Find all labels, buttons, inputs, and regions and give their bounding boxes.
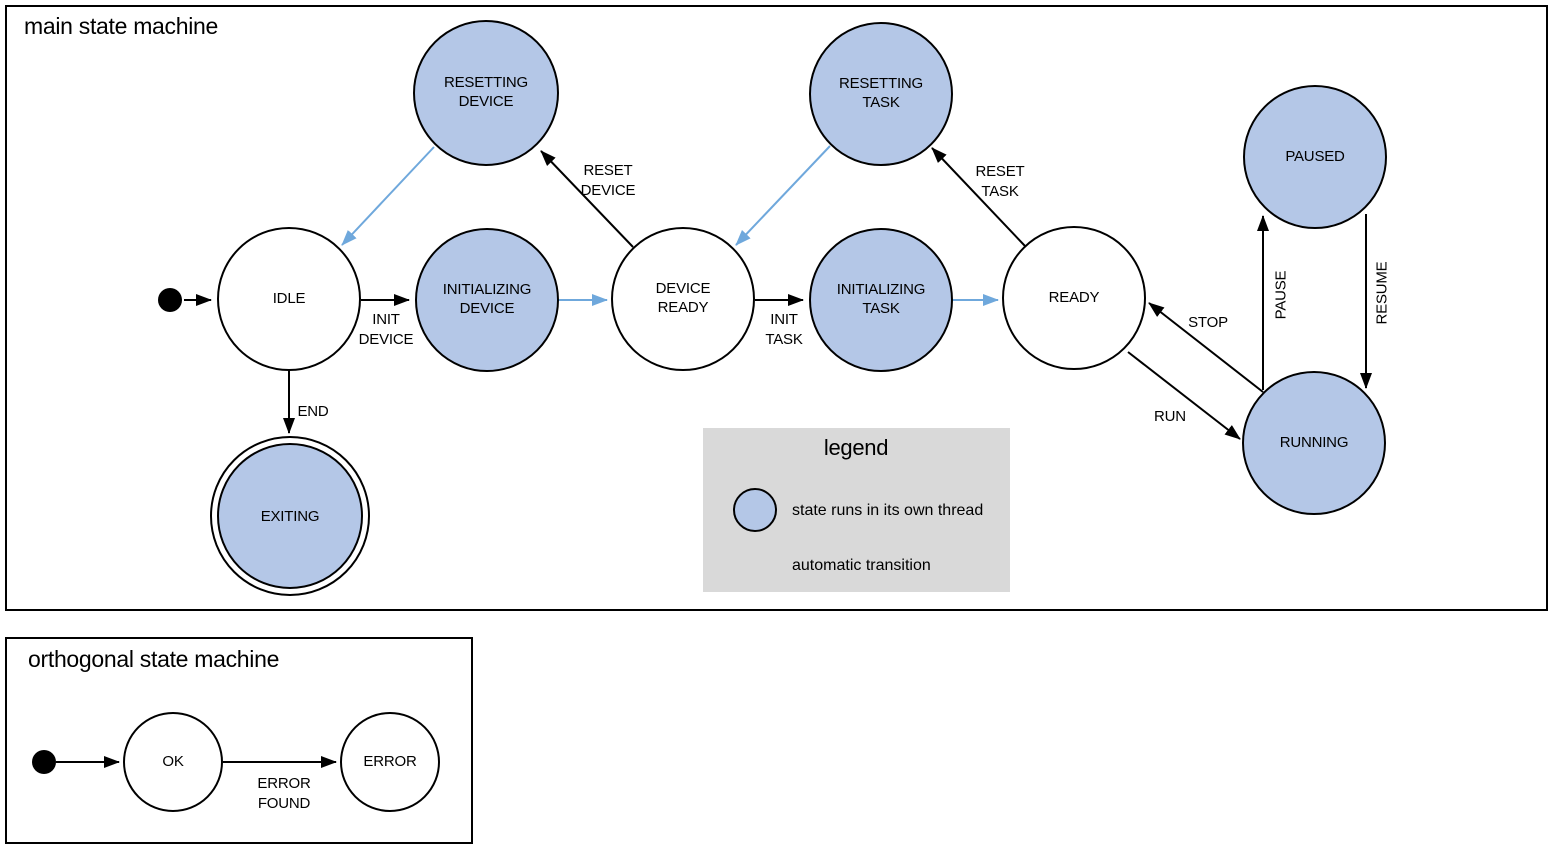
state-error: ERROR xyxy=(340,712,440,812)
initial-state-dot-main xyxy=(158,288,182,312)
state-exiting: EXITING xyxy=(217,443,363,589)
label-reset-task: RESET TASK xyxy=(975,163,1025,200)
label-init-device: INIT DEVICE xyxy=(358,311,414,348)
state-device-ready: DEVICE READY xyxy=(611,227,755,371)
legend-thread-item-label: state runs in its own thread xyxy=(792,502,984,519)
label-pause: PAUSE xyxy=(1272,270,1290,320)
label-init-task: INIT TASK xyxy=(765,311,803,348)
state-initializing-device: INITIALIZING DEVICE xyxy=(415,228,559,372)
state-ready: READY xyxy=(1002,226,1146,370)
label-error-found: ERROR FOUND xyxy=(257,775,311,812)
legend-auto-item-label: automatic transition xyxy=(792,557,931,574)
label-resume: RESUME xyxy=(1373,261,1391,325)
label-run: RUN xyxy=(1154,408,1186,425)
main-state-machine-panel xyxy=(5,5,1548,611)
orthogonal-state-machine-panel xyxy=(5,637,473,844)
state-initializing-task: INITIALIZING TASK xyxy=(809,228,953,372)
label-stop: STOP xyxy=(1188,314,1228,331)
label-reset-device: RESET DEVICE xyxy=(580,162,636,199)
state-running: RUNNING xyxy=(1242,371,1386,515)
orthogonal-state-machine-title: orthogonal state machine xyxy=(28,646,280,672)
state-exiting-final-ring: EXITING xyxy=(210,436,370,596)
main-state-machine-title: main state machine xyxy=(24,13,219,39)
state-resetting-device: RESETTING DEVICE xyxy=(413,20,559,166)
initial-state-dot-orthogonal xyxy=(32,750,56,774)
state-ok: OK xyxy=(123,712,223,812)
label-end: END xyxy=(297,403,329,420)
legend-thread-state-icon xyxy=(733,488,777,532)
state-resetting-task: RESETTING TASK xyxy=(809,22,953,166)
state-paused: PAUSED xyxy=(1243,85,1387,229)
legend-title: legend xyxy=(823,435,889,460)
state-idle: IDLE xyxy=(217,227,361,371)
